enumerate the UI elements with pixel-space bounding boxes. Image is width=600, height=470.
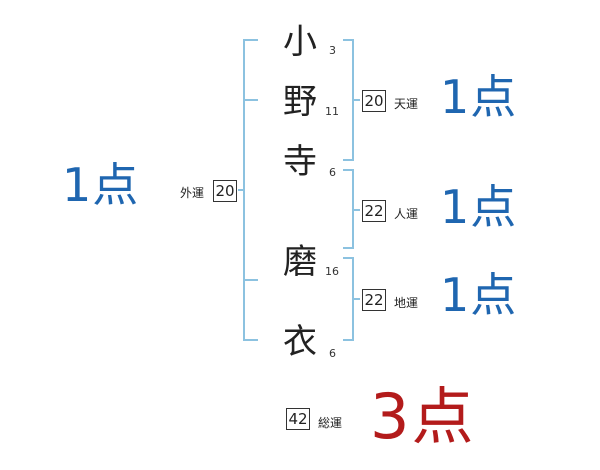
tenun-value: 20: [362, 90, 386, 112]
name-char-3: 寺: [283, 142, 317, 182]
stroke-count-3: 6: [329, 166, 336, 179]
chiun-bracket: [343, 257, 354, 341]
chiun-score: 1点: [440, 268, 518, 322]
jinun-score: 1点: [440, 180, 518, 234]
name-char-4: 磨: [283, 242, 317, 282]
name-char-5: 衣: [283, 322, 317, 362]
tenun-bracket: [343, 39, 354, 161]
chiun-label: 地運: [394, 296, 419, 310]
stroke-count-5: 6: [329, 347, 336, 360]
jinun-label: 人運: [394, 207, 419, 221]
jinun-value: 22: [362, 200, 386, 222]
stroke-count-2: 11: [325, 105, 339, 118]
jinun-bracket: [343, 169, 354, 249]
name-char-2: 野: [283, 82, 317, 122]
gaiun-score: 1点: [62, 158, 140, 212]
gaiun-label: 外運: [180, 186, 205, 200]
souun-label: 総運: [318, 416, 343, 430]
stroke-count-1: 3: [329, 44, 336, 57]
gaiun-value: 20: [213, 180, 237, 202]
souun-score: 3点: [370, 380, 476, 453]
name-char-1: 小: [283, 22, 317, 62]
chiun-value: 22: [362, 289, 386, 311]
gaiun-bracket: [243, 39, 258, 341]
souun-value: 42: [286, 408, 310, 430]
stroke-count-4: 16: [325, 265, 339, 278]
tenun-label: 天運: [394, 97, 419, 111]
tenun-score: 1点: [440, 70, 518, 124]
